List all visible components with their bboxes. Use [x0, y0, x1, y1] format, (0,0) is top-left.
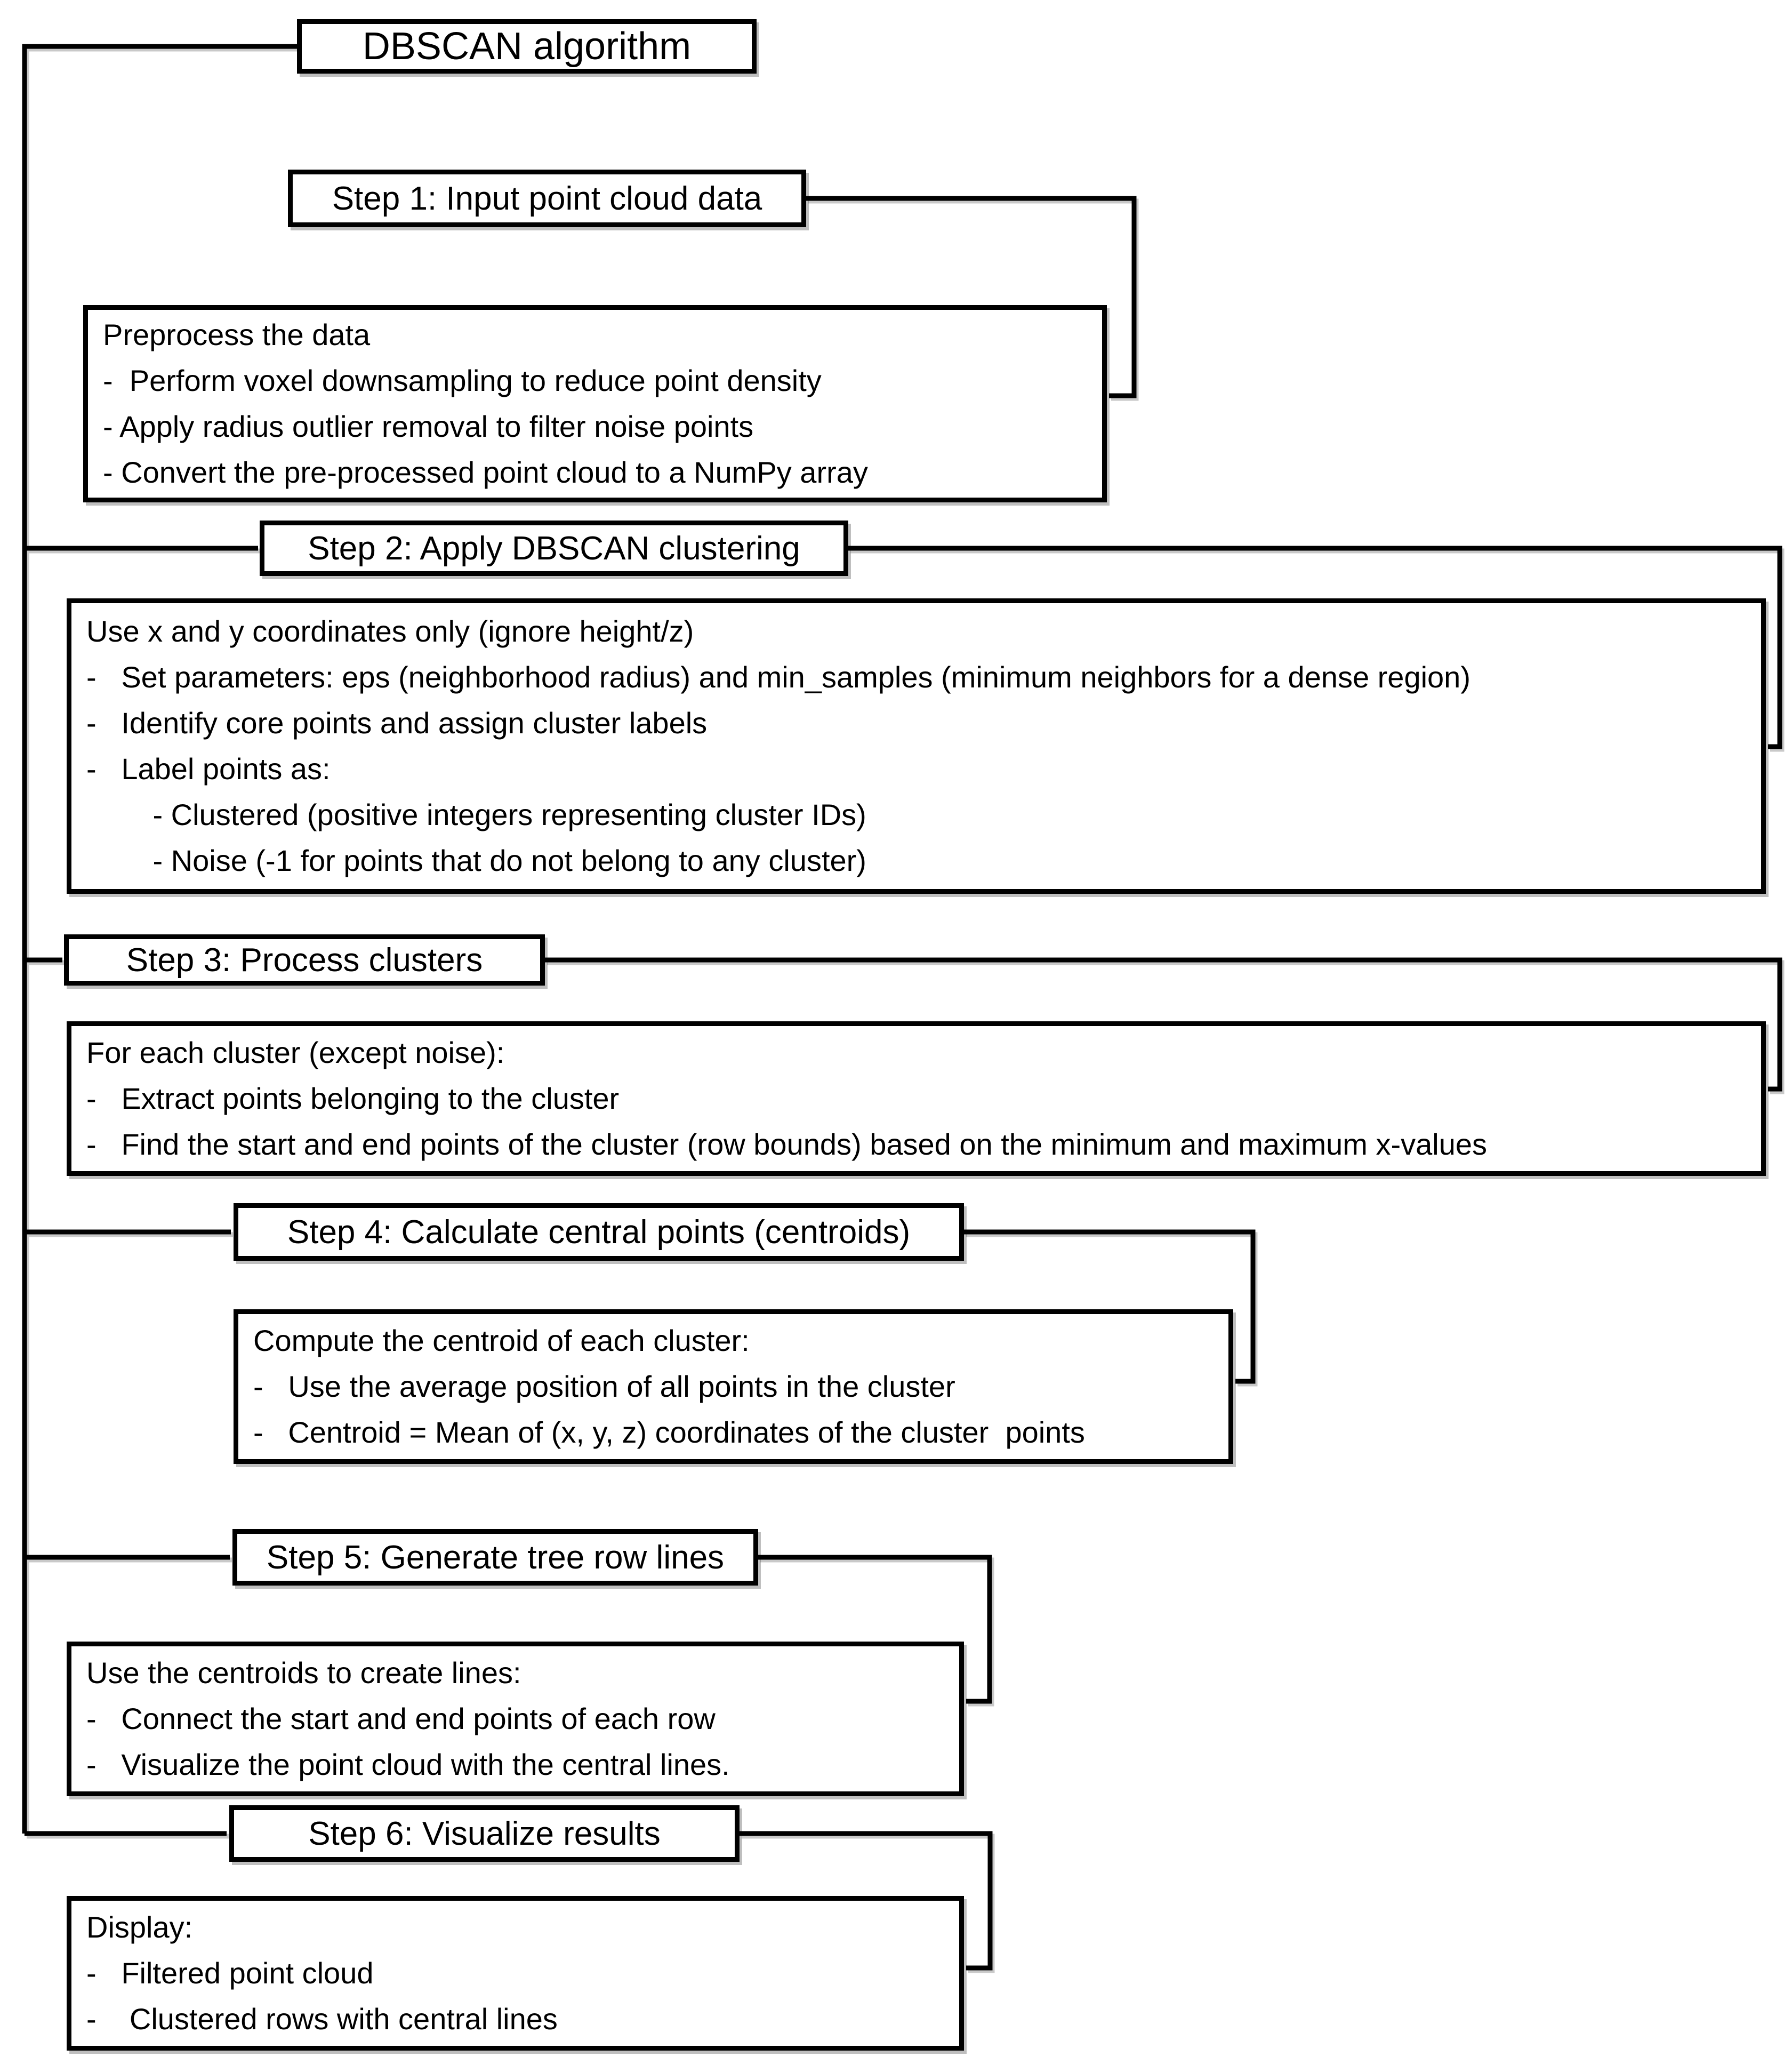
step-3-detail-box: For each cluster (except noise): - Extra… [67, 1021, 1766, 1176]
step-2-detail-line-3: - Identify core points and assign cluste… [86, 706, 708, 740]
connector-step-6-to-detail [740, 1831, 993, 1971]
step-1-detail-line-2: - Perform voxel downsampling to reduce p… [103, 364, 822, 397]
step-5-box: Step 5: Generate tree row lines [232, 1529, 758, 1586]
step-2-detail-line-2: - Set parameters: eps (neighborhood radi… [86, 660, 1470, 694]
step-1-box: Step 1: Input point cloud data [288, 170, 806, 227]
step-3-label: Step 3: Process clusters [126, 941, 483, 979]
step-2-detail-line-4: - Label points as: [86, 752, 331, 786]
step-6-detail-box: Display: - Filtered point cloud - Cluste… [67, 1896, 964, 2051]
trunk-line [22, 44, 297, 1834]
connector-step-1-to-detail [806, 196, 1137, 398]
connector-step-2-to-detail [848, 546, 1782, 749]
step-1-detail-box: Preprocess the data - Perform voxel down… [83, 305, 1107, 502]
step-6-detail-line-3: - Clustered rows with central lines [86, 2002, 558, 2036]
step-5-detail-line-3: - Visualize the point cloud with the cen… [86, 1748, 730, 1781]
connector-step-5-to-detail [758, 1555, 992, 1704]
step-6-box: Step 6: Visualize results [229, 1805, 740, 1862]
title-label: DBSCAN algorithm [362, 25, 692, 68]
step-3-detail-line-1: For each cluster (except noise): [86, 1036, 505, 1069]
step-2-detail-box: Use x and y coordinates only (ignore hei… [67, 598, 1766, 894]
step-3-detail-line-2: - Extract points belonging to the cluste… [86, 1082, 620, 1115]
step-4-label: Step 4: Calculate central points (centro… [287, 1213, 911, 1251]
title-box: DBSCAN algorithm [297, 19, 757, 74]
connector-step-4-to-detail [964, 1229, 1256, 1384]
step-2-label: Step 2: Apply DBSCAN clustering [308, 530, 800, 567]
step-6-label: Step 6: Visualize results [308, 1815, 661, 1852]
step-2-detail-line-1: Use x and y coordinates only (ignore hei… [86, 614, 694, 648]
step-4-box: Step 4: Calculate central points (centro… [234, 1203, 964, 1261]
step-4-detail-line-3: - Centroid = Mean of (x, y, z) coordinat… [253, 1415, 1085, 1449]
step-5-detail-line-2: - Connect the start and end points of ea… [86, 1702, 716, 1735]
step-1-detail-line-1: Preprocess the data [103, 318, 371, 351]
step-2-detail-line-5: - Clustered (positive integers represent… [86, 798, 866, 831]
step-5-detail-box: Use the centroids to create lines: - Con… [67, 1642, 964, 1796]
step-2-box: Step 2: Apply DBSCAN clustering [260, 521, 848, 576]
step-5-detail-line-1: Use the centroids to create lines: [86, 1656, 521, 1690]
step-6-detail-line-2: - Filtered point cloud [86, 1956, 374, 1990]
step-4-detail-line-1: Compute the centroid of each cluster: [253, 1324, 750, 1357]
step-3-detail-line-3: - Find the start and end points of the c… [86, 1127, 1488, 1161]
step-1-detail-line-4: - Convert the pre-processed point cloud … [103, 455, 868, 489]
step-3-box: Step 3: Process clusters [64, 934, 545, 986]
step-1-label: Step 1: Input point cloud data [332, 180, 762, 217]
step-6-detail-line-1: Display: [86, 1910, 193, 1944]
step-4-detail-box: Compute the centroid of each cluster: - … [234, 1309, 1233, 1464]
connector-step-3-to-detail [545, 957, 1782, 1092]
step-4-detail-line-2: - Use the average position of all points… [253, 1370, 955, 1403]
step-5-label: Step 5: Generate tree row lines [266, 1539, 725, 1576]
step-1-detail-line-3: - Apply radius outlier removal to filter… [103, 410, 754, 443]
step-2-detail-line-6: - Noise (-1 for points that do not belon… [86, 844, 866, 877]
